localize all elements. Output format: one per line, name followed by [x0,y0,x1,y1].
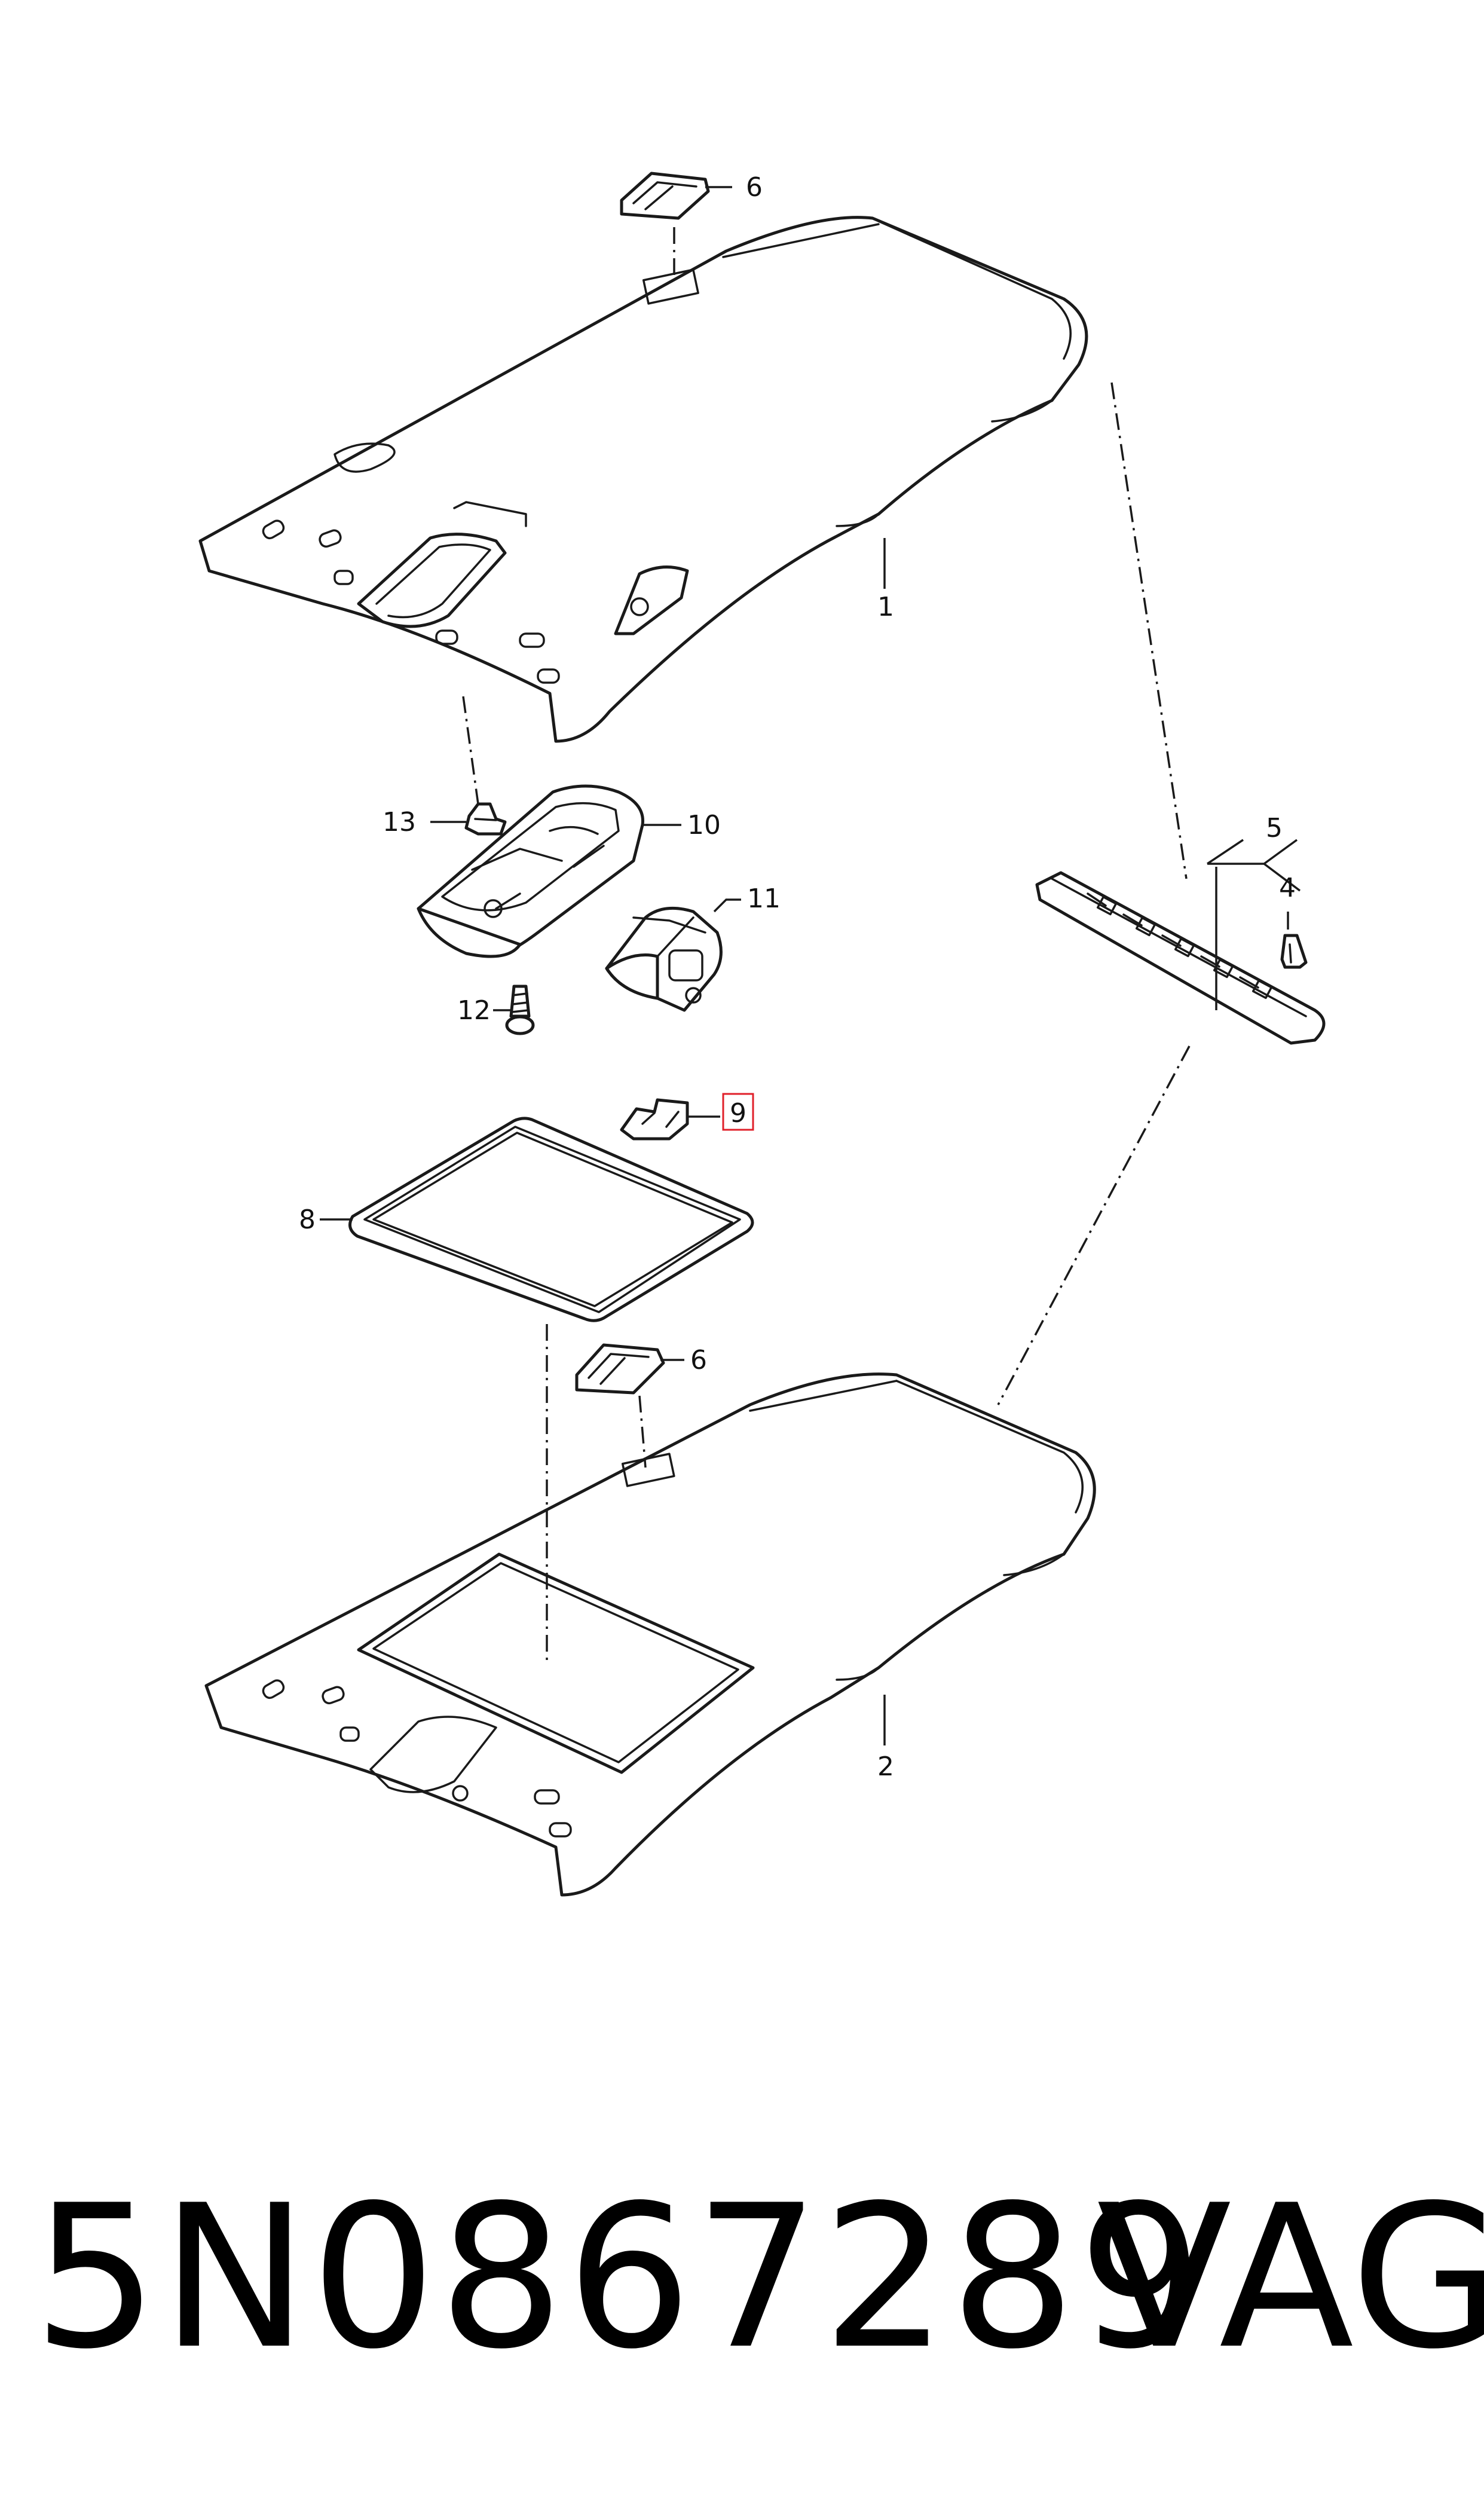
lamp-unit-11 [605,906,723,1012]
callout-10: 10 [687,810,721,840]
part-number: 5N0867289 [33,2163,1206,2392]
alignment-lines [462,227,1191,1662]
callout-5: 5 [1266,813,1283,843]
headliner-2 [204,1372,1096,1897]
part-info-footer: 5N0867289 VAG [33,2152,1484,2403]
clip-6-top [620,172,710,220]
callout-12: 12 [457,995,491,1026]
screw-12 [505,985,535,1035]
callout-labels: 6 1 13 10 11 12 5 4 9 8 6 2 [299,172,1296,1782]
callout-13: 13 [383,807,416,837]
callout-2: 2 [877,1751,894,1782]
callout-9: 9 [730,1098,746,1129]
brand-name: VAG [1097,2163,1484,2392]
rail-5 [1035,871,1326,1045]
callout-1: 1 [877,592,894,622]
clip-6-lower [575,1343,665,1395]
callout-11: 11 [747,883,781,914]
callout-9-highlight-box [722,1093,754,1131]
callout-6-top: 6 [746,172,763,203]
callout-6-lower: 6 [690,1345,707,1375]
headliner-1 [198,216,1088,743]
callout-8: 8 [299,1204,316,1235]
clip-4 [1280,934,1308,969]
callout-4: 4 [1279,873,1296,903]
clip-9 [620,1098,689,1141]
sunroof-seal-8 [348,1117,754,1322]
parts-diagram: 6 1 13 10 11 12 5 4 9 8 6 2 [198,172,1326,1897]
console-housing-10 [417,784,644,958]
leader-lines [320,186,1301,1745]
clip-13 [464,802,507,836]
